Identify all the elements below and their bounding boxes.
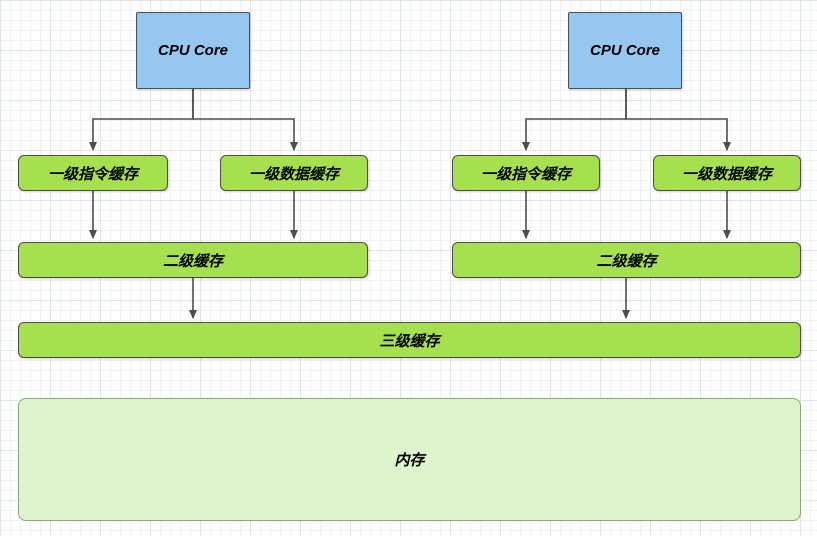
l1-data-cache-left-label: 一级数据缓存 — [248, 165, 339, 183]
l1-data-cache-right-node[interactable]: 一级数据缓存 — [653, 155, 801, 191]
l1-data-cache-right-label: 一级数据缓存 — [681, 165, 772, 183]
l1-instruction-cache-left-node[interactable]: 一级指令缓存 — [18, 155, 168, 191]
l2-cache-left-label: 二级缓存 — [162, 252, 223, 270]
l3-cache-node[interactable]: 三级缓存 — [18, 322, 801, 358]
l1-instruction-cache-left-label: 一级指令缓存 — [47, 165, 138, 183]
l2-cache-right-label: 二级缓存 — [596, 252, 657, 270]
memory-node[interactable]: 内存 — [18, 398, 801, 521]
l2-cache-right-node[interactable]: 二级缓存 — [452, 242, 801, 278]
cpu-core-left-label: CPU Core — [157, 42, 228, 59]
l2-cache-left-node[interactable]: 二级缓存 — [18, 242, 368, 278]
l1-instruction-cache-right-node[interactable]: 一级指令缓存 — [452, 155, 600, 191]
cpu-core-left-node[interactable]: CPU Core — [136, 12, 250, 89]
cpu-core-right-label: CPU Core — [589, 42, 660, 59]
cpu-core-right-node[interactable]: CPU Core — [568, 12, 682, 89]
l3-cache-label: 三级缓存 — [379, 332, 440, 350]
memory-label: 内存 — [394, 452, 425, 469]
l1-instruction-cache-right-label: 一级指令缓存 — [480, 165, 571, 183]
l1-data-cache-left-node[interactable]: 一级数据缓存 — [220, 155, 368, 191]
